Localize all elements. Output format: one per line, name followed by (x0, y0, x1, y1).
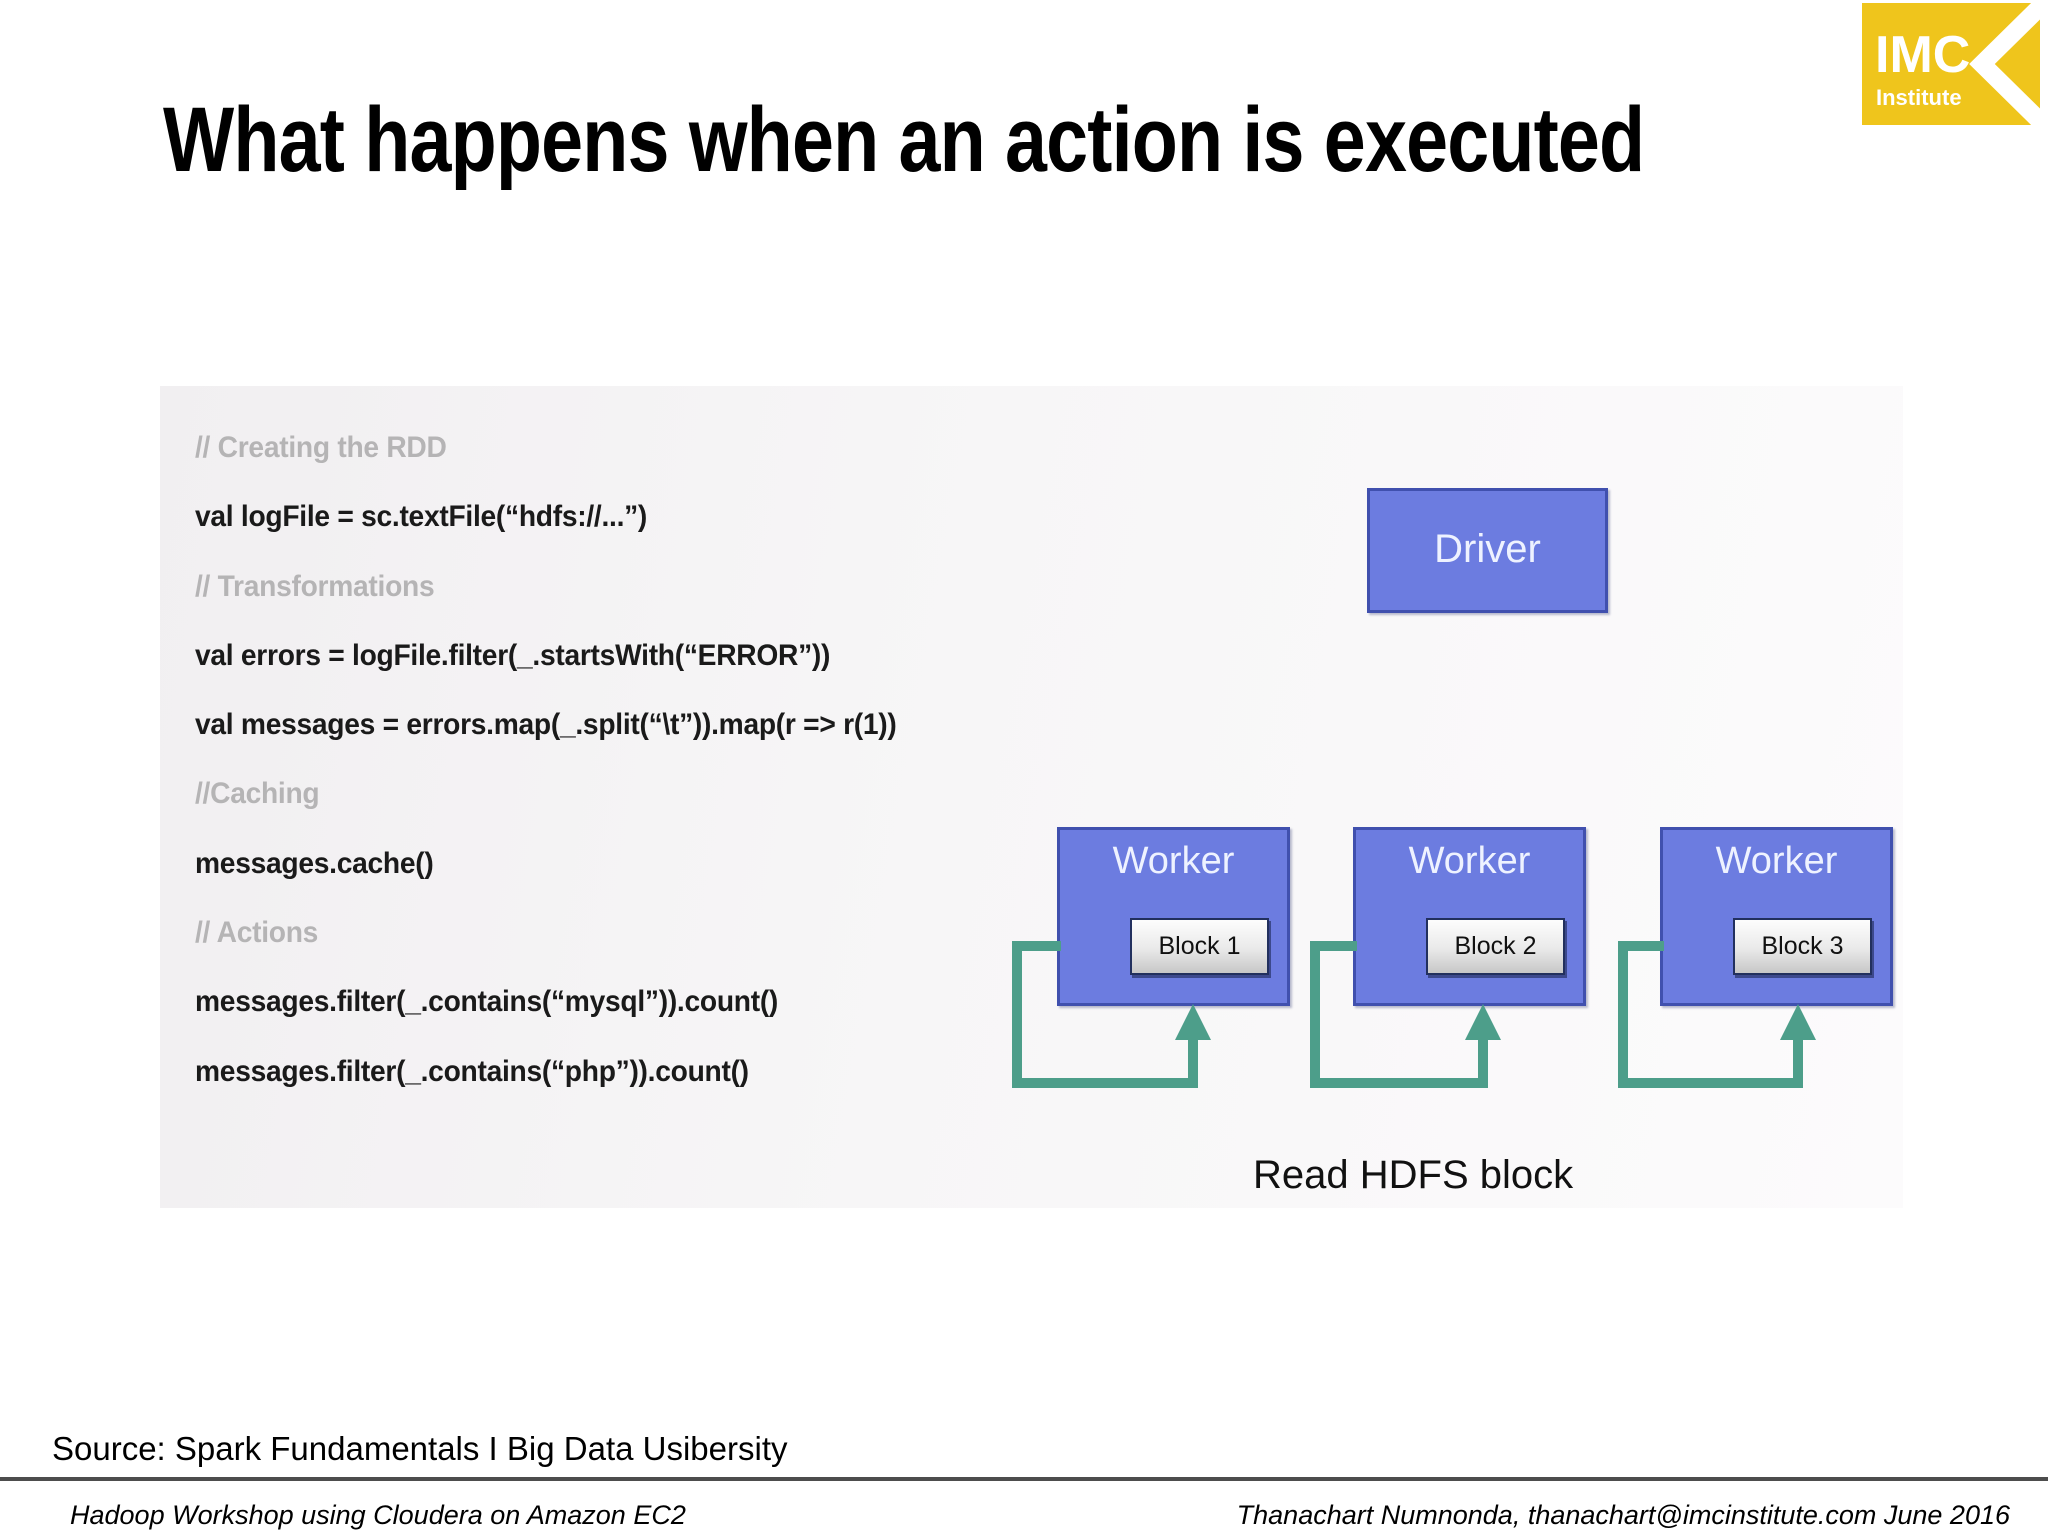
arrowhead-up-icon (1465, 1004, 1501, 1040)
driver-label: Driver (1434, 527, 1541, 571)
block-chip-1: Block 1 (1130, 918, 1269, 975)
imc-logo: IMC Institute (1862, 3, 2040, 125)
code-comment: //Caching (195, 777, 320, 811)
hook-arrow-2 (1310, 1078, 1488, 1088)
worker-box-3: Worker Block 3 (1660, 827, 1893, 1006)
block-chip-2: Block 2 (1426, 918, 1565, 975)
worker-label: Worker (1112, 840, 1235, 882)
worker-box-2: Worker Block 2 (1353, 827, 1586, 1006)
code-line: val errors = logFile.filter(_.startsWith… (195, 638, 831, 672)
driver-box: Driver (1367, 488, 1608, 613)
code-comment: // Creating the RDD (195, 431, 447, 464)
hook-arrow-1 (1012, 941, 1022, 1088)
diagram-caption: Read HDFS block (1253, 1153, 1574, 1197)
worker-box-1: Worker Block 1 (1057, 827, 1290, 1006)
footer-left: Hadoop Workshop using Cloudera on Amazon… (70, 1500, 686, 1530)
worker-label: Worker (1715, 840, 1838, 882)
hook-arrow-2 (1310, 941, 1320, 1088)
source-line: Source: Spark Fundamentals I Big Data Us… (52, 1430, 788, 1467)
hook-arrow-1 (1012, 1078, 1198, 1088)
block-chip-3: Block 3 (1733, 918, 1872, 975)
arrowhead-up-icon (1780, 1004, 1816, 1040)
code-line: messages.filter(_.contains(“php”)).count… (195, 1054, 749, 1088)
logo-brand-text: IMC (1875, 26, 1971, 84)
footer-divider (0, 1477, 2048, 1481)
arrowhead-up-icon (1175, 1004, 1211, 1040)
footer-right: Thanachart Numnonda, thanachart@imcinsti… (1236, 1500, 2010, 1530)
code-line: val messages = errors.map(_.split(“\t”))… (195, 708, 897, 742)
worker-label: Worker (1408, 840, 1531, 882)
code-comment: // Actions (195, 916, 319, 950)
hook-arrow-1 (1188, 1038, 1198, 1086)
code-comment: // Transformations (195, 569, 435, 603)
hook-arrow-1 (1012, 941, 1061, 951)
content-panel (160, 386, 1903, 1208)
hook-arrow-3 (1618, 941, 1664, 951)
chevron-left-icon (1969, 3, 2040, 125)
hook-arrow-3 (1618, 1078, 1803, 1088)
hook-arrow-2 (1310, 941, 1357, 951)
page-title: What happens when an action is executed (163, 89, 1645, 191)
hook-arrow-2 (1478, 1038, 1488, 1086)
hook-arrow-3 (1793, 1038, 1803, 1086)
code-block: // Creating the RDD val logFile = sc.tex… (195, 413, 1095, 1106)
code-line: messages.filter(_.contains(“mysql”)).cou… (195, 985, 779, 1019)
code-line: val logFile = sc.textFile(“hdfs://...”) (195, 500, 648, 534)
code-line: messages.cache() (195, 846, 434, 880)
logo-sub-text: Institute (1876, 85, 1962, 110)
hook-arrow-3 (1618, 941, 1628, 1088)
